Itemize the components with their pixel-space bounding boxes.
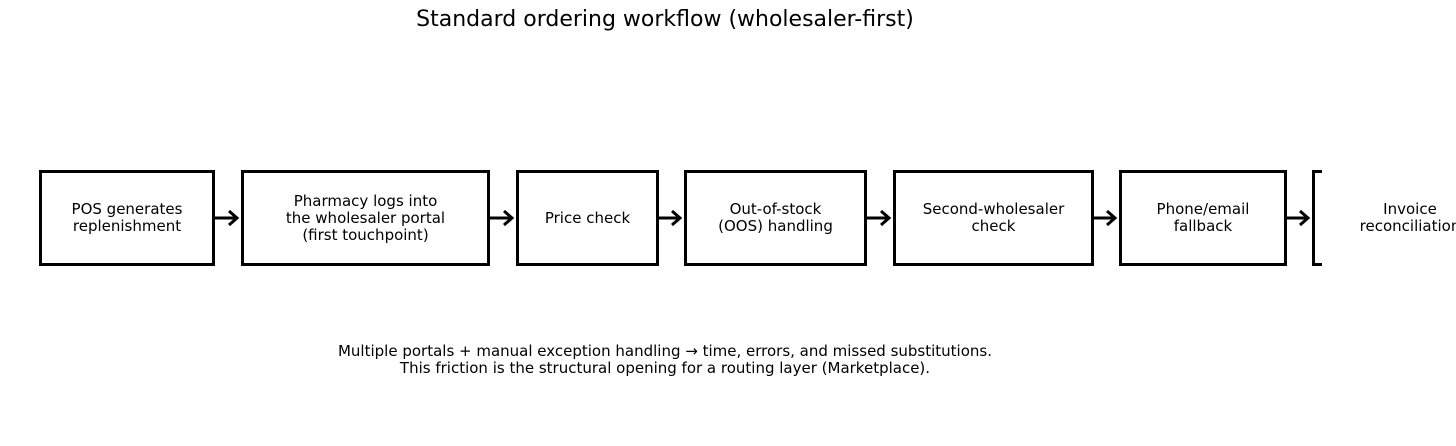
step-second-wholesaler: Second-wholesaler check bbox=[893, 170, 1094, 266]
step-oos-handling: Out-of-stock (OOS) handling bbox=[684, 170, 867, 266]
step-label: Phone/email fallback bbox=[1156, 200, 1250, 235]
footnote: Multiple portals + manual exception hand… bbox=[0, 343, 1330, 377]
step-pos-replenishment: POS generates replenishment bbox=[39, 170, 215, 266]
footnote-line-1: Multiple portals + manual exception hand… bbox=[337, 342, 992, 360]
arrow-2 bbox=[490, 209, 515, 227]
step-phone-email: Phone/email fallback bbox=[1119, 170, 1287, 266]
step-invoice-reconciliation: Invoice reconciliation bbox=[1359, 200, 1456, 235]
step-label: Pharmacy logs into the wholesaler portal… bbox=[285, 191, 446, 244]
arrow-3 bbox=[659, 209, 683, 227]
arrow-1 bbox=[215, 209, 240, 227]
arrow-4 bbox=[867, 209, 892, 227]
arrow-5 bbox=[1094, 209, 1118, 227]
diagram-title: Standard ordering workflow (wholesaler-f… bbox=[416, 7, 914, 32]
step-label: POS generates replenishment bbox=[71, 200, 183, 235]
step-price-check: Price check bbox=[516, 170, 659, 266]
step-label: Price check bbox=[544, 208, 631, 227]
step-invoice-frame bbox=[1312, 170, 1322, 266]
step-wholesaler-portal: Pharmacy logs into the wholesaler portal… bbox=[241, 170, 490, 266]
step-label: Second-wholesaler check bbox=[922, 200, 1065, 235]
step-label: Out-of-stock (OOS) handling bbox=[718, 200, 833, 235]
footnote-line-2: This friction is the structural opening … bbox=[399, 359, 931, 377]
arrow-6 bbox=[1287, 209, 1311, 227]
